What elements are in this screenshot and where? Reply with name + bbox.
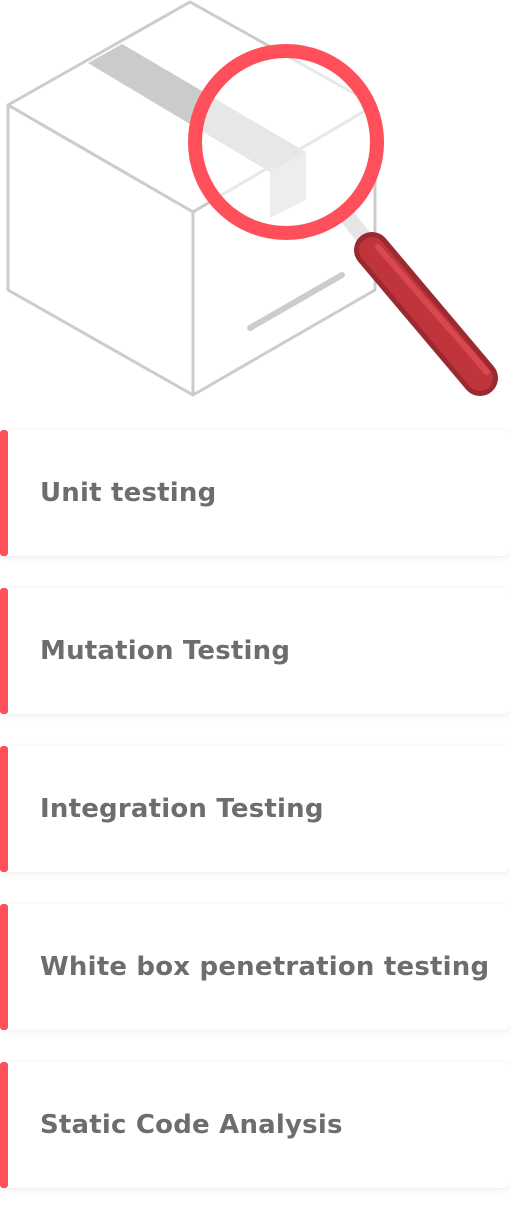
testing-type-card-mutation[interactable]: Mutation Testing bbox=[0, 588, 510, 714]
card-accent-bar bbox=[0, 1062, 8, 1188]
box-search-illustration bbox=[6, 0, 498, 397]
card-accent-bar bbox=[0, 588, 8, 714]
card-accent-bar bbox=[0, 746, 8, 872]
card-label: Unit testing bbox=[40, 478, 217, 508]
testing-type-card-white-box[interactable]: White box penetration testing bbox=[0, 904, 510, 1030]
hero-illustration bbox=[0, 0, 510, 420]
card-label: White box penetration testing bbox=[40, 952, 490, 982]
magnifying-glass-icon bbox=[188, 44, 498, 396]
testing-types-list: Unit testing Mutation Testing Integratio… bbox=[0, 430, 510, 1220]
testing-type-card-static-analysis[interactable]: Static Code Analysis bbox=[0, 1062, 510, 1188]
card-accent-bar bbox=[0, 430, 8, 556]
card-label: Static Code Analysis bbox=[40, 1110, 343, 1140]
card-accent-bar bbox=[0, 904, 8, 1030]
card-label: Integration Testing bbox=[40, 794, 324, 824]
testing-type-card-integration[interactable]: Integration Testing bbox=[0, 746, 510, 872]
testing-type-card-unit[interactable]: Unit testing bbox=[0, 430, 510, 556]
card-label: Mutation Testing bbox=[40, 636, 291, 666]
